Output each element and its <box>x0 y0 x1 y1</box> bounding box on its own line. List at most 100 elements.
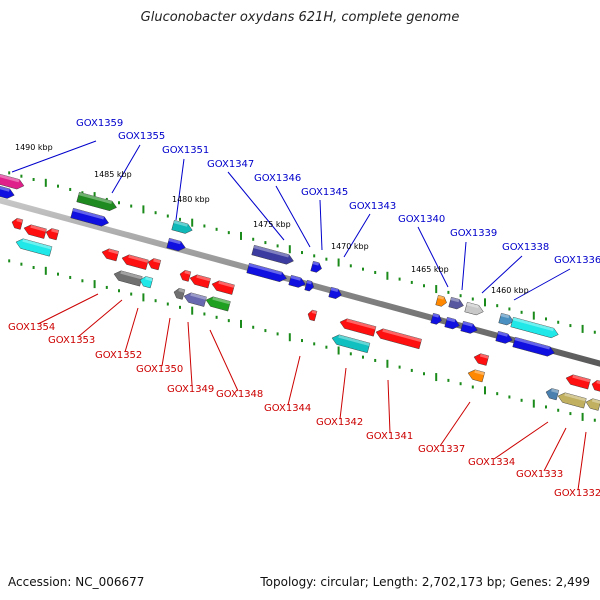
gene-arrow-highlight <box>551 388 559 394</box>
gene-arrow-highlight <box>346 318 377 330</box>
gene-arrow-body <box>179 270 192 282</box>
gene-label: GOX1359 <box>76 118 123 129</box>
gene-arrow-body <box>70 207 109 227</box>
gene-label: GOX1333 <box>516 469 563 480</box>
gene-arrow-highlight <box>450 297 460 303</box>
callout-line <box>481 255 523 294</box>
gene-arrow-highlight <box>572 374 591 383</box>
gene-arrow-body <box>510 316 559 339</box>
gene-arrow <box>173 288 186 300</box>
gene-arrow <box>307 309 318 322</box>
gene-arrow-highlight <box>212 296 231 305</box>
gene-arrow-body <box>251 244 294 265</box>
gene-label: GOX1340 <box>398 214 445 225</box>
gene-arrow <box>304 279 314 292</box>
gene-arrow <box>288 274 306 288</box>
callout-line <box>187 321 193 386</box>
gene-arrow-highlight <box>306 280 312 285</box>
callout-line <box>543 427 567 472</box>
scale-label: 1465 kbp <box>411 265 449 274</box>
gene-arrow <box>76 191 117 211</box>
gene-label: GOX1348 <box>216 389 263 400</box>
scale-label: 1485 kbp <box>94 170 132 179</box>
gene-arrow-highlight <box>446 317 456 323</box>
gene-arrow-highlight <box>312 261 320 266</box>
gene-arrow <box>591 380 600 392</box>
scale-label: 1475 kbp <box>253 220 291 229</box>
gene-label: GOX1351 <box>162 145 209 156</box>
gene-arrow-highlight <box>153 258 161 264</box>
gene-arrow-highlight <box>564 392 587 402</box>
gene-arrow-body <box>498 312 514 326</box>
callout-line <box>513 268 571 301</box>
gene-arrow <box>101 248 119 262</box>
gene-arrow <box>211 280 235 295</box>
gene-arrow-body <box>0 184 15 199</box>
gene-arrow-highlight <box>497 331 508 337</box>
scale-label: 1490 kbp <box>15 143 53 152</box>
gene-label: GOX1336 <box>554 255 600 266</box>
gene-arrow <box>251 244 294 265</box>
callout-line <box>343 213 371 258</box>
gene-arrow-body <box>464 301 484 316</box>
gene-arrow-body <box>211 280 235 295</box>
gene-arrow-body <box>331 334 371 354</box>
gene-arrow <box>310 260 322 273</box>
gene-arrow <box>0 184 15 199</box>
gene-arrow-highlight <box>253 245 290 258</box>
gene-arrow-body <box>113 270 143 287</box>
callout-line <box>175 158 185 221</box>
gene-arrow-highlight <box>120 270 143 280</box>
gene-arrow-highlight <box>184 270 191 275</box>
callout-line <box>319 199 323 251</box>
gene-arrow-body <box>246 262 287 282</box>
gene-arrow-body <box>171 219 193 234</box>
gene-arrow <box>498 312 514 326</box>
gene-arrow-highlight <box>0 185 10 192</box>
gene-arrow-highlight <box>330 287 339 292</box>
gene-arrow-body <box>310 260 322 273</box>
gene-arrow <box>467 369 485 383</box>
gene-arrow-body <box>173 288 186 300</box>
gene-label: GOX1346 <box>254 173 301 184</box>
gene-arrow <box>15 238 53 257</box>
callout-line <box>439 401 471 447</box>
gene-arrow <box>464 301 484 316</box>
gene-arrow <box>139 276 154 289</box>
gene-arrow-body <box>183 292 207 307</box>
gene-arrow-highlight <box>500 313 510 319</box>
gene-label: GOX1343 <box>349 201 396 212</box>
gene-arrow <box>113 270 143 287</box>
gene-arrow-highlight <box>196 274 211 282</box>
gene-arrow-highlight <box>22 238 53 250</box>
callout-line <box>339 367 347 420</box>
gene-label: GOX1355 <box>118 131 165 142</box>
gene-arrow-body <box>565 374 591 390</box>
gene-arrow <box>166 237 186 252</box>
gene-arrow <box>183 292 207 307</box>
callout-line <box>161 317 171 367</box>
map-title: Gluconobacter oxydans 621H, complete gen… <box>140 10 460 25</box>
gene-arrow-highlight <box>479 353 489 359</box>
gene-arrow <box>45 228 60 241</box>
gene-arrow-highlight <box>190 292 207 300</box>
callout-line <box>577 431 587 491</box>
gene-arrow-body <box>76 191 117 211</box>
gene-arrow-highlight <box>591 398 600 404</box>
scale-ticks <box>8 171 596 422</box>
gene-arrow <box>147 258 162 271</box>
gene-label: GOX1349 <box>167 384 214 395</box>
gene-arrow-highlight <box>474 369 485 376</box>
gene-arrow <box>557 392 587 409</box>
gene-arrow <box>430 312 442 325</box>
scale-label: 1470 kbp <box>331 242 369 251</box>
genome-info-text: Topology: circular; Length: 2,702,173 bp… <box>260 575 590 589</box>
gene-arrow-body <box>0 172 25 190</box>
gene-arrow <box>585 398 600 411</box>
callout-line <box>461 241 467 291</box>
gene-label: GOX1347 <box>207 159 254 170</box>
gene-arrow-highlight <box>78 192 113 204</box>
gene-arrow-body <box>545 388 560 401</box>
